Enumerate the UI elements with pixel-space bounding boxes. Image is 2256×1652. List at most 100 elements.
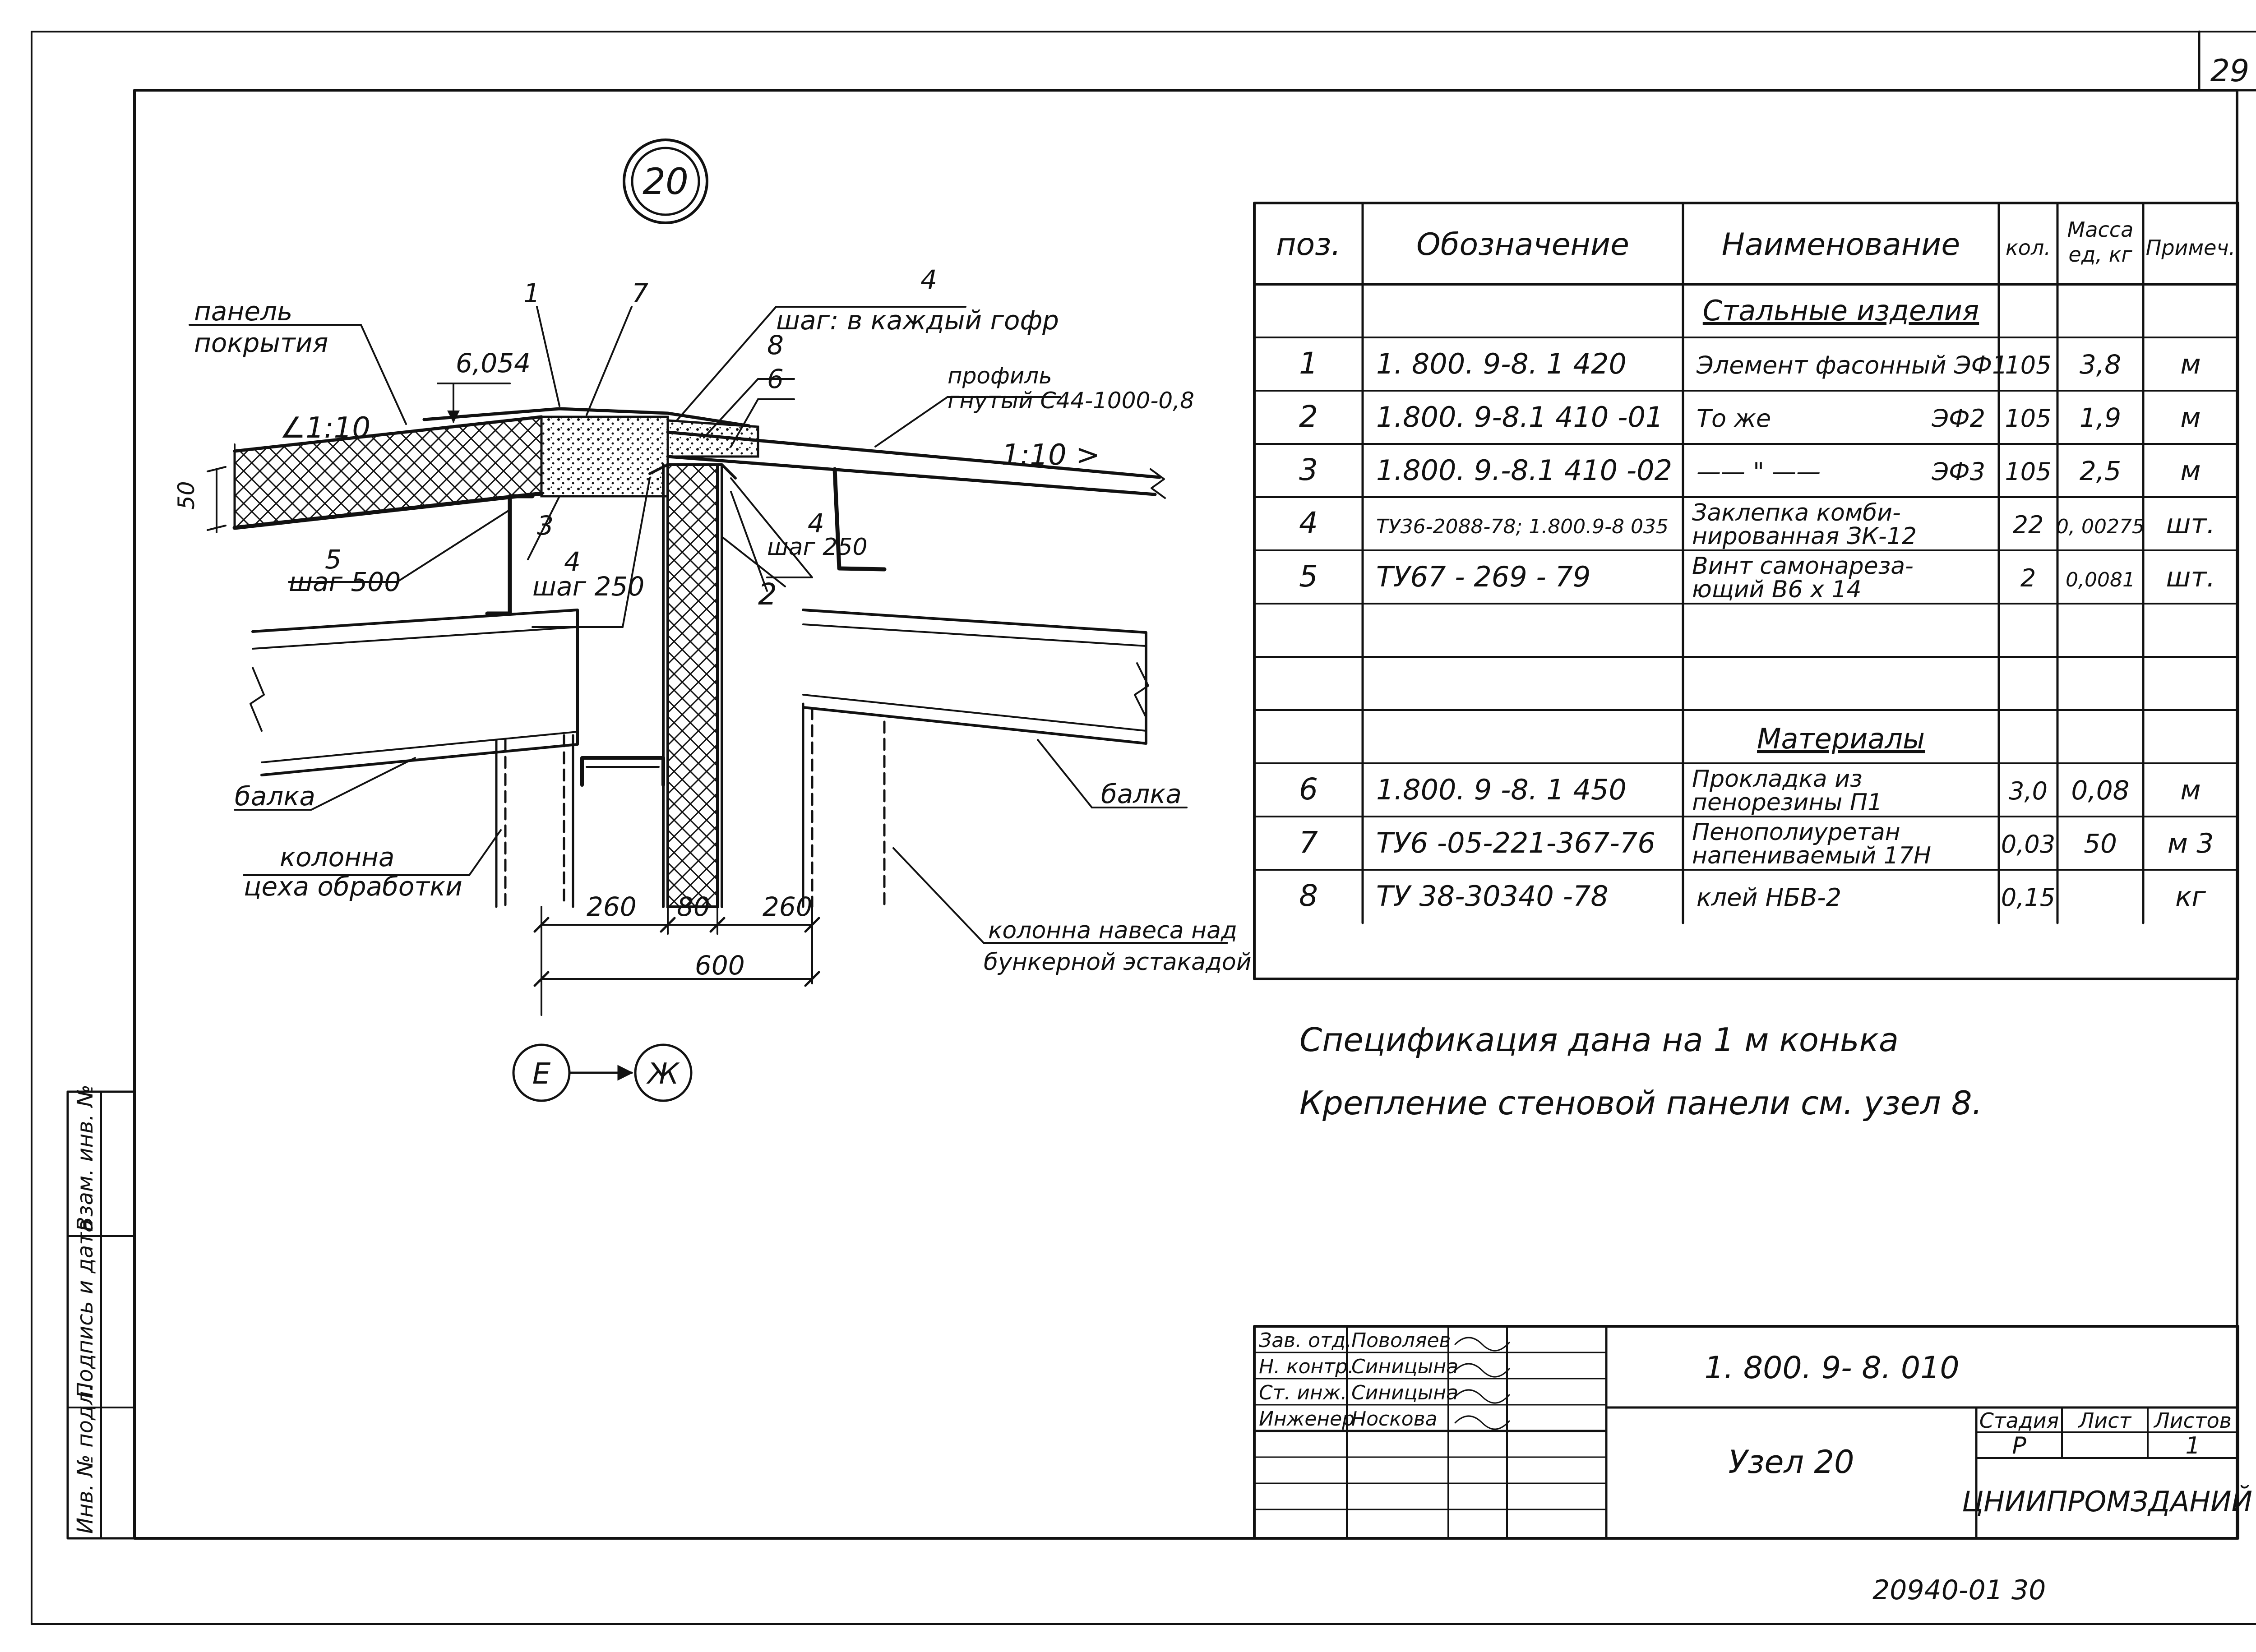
label-slope-right: 1:10 > [1002, 438, 1100, 472]
spec-cell: 5 [1299, 559, 1318, 594]
label-dim-80: 80 [677, 891, 710, 922]
signature-name: Носкова [1351, 1407, 1438, 1431]
beam-right [802, 609, 1149, 745]
spec-cell: шт. [2166, 508, 2215, 540]
spec-cell: ТУ6 -05-221-367-76 [1376, 826, 1655, 859]
column-right [802, 702, 886, 908]
signature-role: Зав. отд. [1259, 1329, 1352, 1352]
note-wall-fixing: Крепление стеновой панели см. узел 8. [1299, 1084, 1982, 1122]
callout-5: 5 [325, 544, 342, 575]
spec-cell-name: Заклепка комби- [1692, 499, 1901, 526]
spec-cell-name: клей НБВ-2 [1697, 883, 1841, 912]
spec-cell: 1.800. 9.-8.1 410 -02 [1376, 454, 1672, 487]
signature-mark [1454, 1337, 1510, 1352]
label-column-right-1: колонна навеса над [988, 917, 1237, 944]
profiled-sheet-right [666, 430, 1161, 479]
spec-cell: м [2180, 775, 2201, 806]
ridge-detail: панель покрытия 1 7 4 шаг: в каждый гофр… [173, 264, 1252, 1102]
spec-cell: 1 [1299, 346, 1318, 381]
label-beam-right: балка [1101, 779, 1182, 809]
callout-6: 6 [767, 364, 784, 394]
label-profile-2: гнутый С44-1000-0,8 [948, 388, 1194, 414]
doc-code: 1. 800. 9- 8. 010 [1704, 1350, 1959, 1386]
label-sheets: Листов [2153, 1408, 2232, 1433]
sheet-title: Узел 20 [1728, 1444, 1854, 1481]
spec-cell: 2,5 [2080, 456, 2121, 486]
z-profile-left [485, 494, 535, 616]
spec-cell: 22 [2013, 511, 2044, 539]
spec-cell-name: нированная ЗК-12 [1692, 523, 1917, 550]
label-step-250-mid: шаг 250 [532, 571, 644, 602]
beam-left [250, 609, 579, 776]
spec-cell: 0,03 [2001, 830, 2055, 858]
spec-cell-name: пенорезины П1 [1692, 789, 1882, 816]
spec-cell: м [2180, 402, 2201, 434]
spec-section-materials: Материалы [1757, 722, 1925, 755]
spec-cell-name: То же [1697, 404, 1771, 433]
spec-cell: 3 [1299, 452, 1318, 487]
label-sheet: Лист [2078, 1408, 2132, 1433]
drawing-labels: панель покрытия 1 7 4 шаг: в каждый гофр… [173, 264, 1252, 1091]
org-name: ЦНИИПРОМЗДАНИЙ [1962, 1485, 2252, 1518]
callout-2: 2 [758, 577, 777, 612]
label-step-500: шаг 500 [289, 567, 401, 597]
spec-cell: 1.800. 9 -8. 1 450 [1376, 773, 1627, 806]
spec-cell: 3,8 [2080, 349, 2121, 380]
signature-role: Н. контр. [1259, 1355, 1354, 1378]
label-step-corrugation: шаг: в каждый гофр [776, 305, 1059, 336]
label-axis-zh: Ж [646, 1057, 680, 1091]
callout-3: 3 [537, 510, 554, 541]
z-profile-right [832, 467, 887, 572]
signature-role: Инженер [1259, 1407, 1355, 1431]
spec-cell: м [2180, 455, 2201, 487]
label-column-right-2: бункерной эстакадой [984, 949, 1252, 976]
spec-cell: 1.800. 9-8.1 410 -01 [1376, 401, 1663, 434]
spec-cell-name: Прокладка из [1692, 766, 1863, 793]
spec-cell: 3,0 [2009, 777, 2048, 805]
callout-4-mid: 4 [564, 546, 581, 577]
spec-cell: 0,0081 [2066, 568, 2135, 591]
spec-cell: ТУ36-2088-78; 1.800.9-8 035 [1376, 515, 1669, 538]
spec-notes: Спецификация дана на 1 м конька Креплени… [1299, 1021, 1982, 1122]
spec-header-qty: кол. [2006, 235, 2051, 260]
spec-cell: 0,15 [2001, 883, 2055, 912]
spec-cell: 8 [1299, 878, 1318, 913]
callout-4-top: 4 [920, 264, 937, 295]
spec-cell: 7 [1299, 825, 1318, 860]
side-stamp-replace: Взам. инв. № [73, 1084, 98, 1232]
archive-number: 20940-01 30 [1872, 1574, 2046, 1606]
spec-cell: м [2180, 349, 2201, 380]
spec-cell-name: Пенополиуретан [1692, 819, 1900, 846]
sheet-number: 29 [2210, 53, 2250, 89]
callout-8: 8 [767, 330, 784, 360]
spec-cell: 1. 800. 9-8. 1 420 [1376, 347, 1627, 380]
signature-mark [1454, 1389, 1510, 1404]
dimensions [207, 466, 820, 1016]
signature-name: Синицына [1351, 1355, 1458, 1378]
label-dim-260-right: 260 [763, 891, 813, 922]
spec-cell-name: —— " —— [1697, 457, 1821, 486]
node-label: 20 [643, 161, 689, 203]
spec-cell: 105 [2005, 404, 2051, 433]
label-panel-1: панель [194, 296, 292, 327]
callout-4-right: 4 [808, 508, 824, 539]
spec-cell-name: ЭФ3 [1931, 457, 1985, 486]
label-dim-260-left: 260 [587, 891, 637, 922]
spec-header-name: Наименование [1722, 227, 1960, 263]
sheets-value: 1 [2185, 1432, 2200, 1459]
label-panel-2: покрытия [194, 328, 328, 358]
spec-cell: 50 [2084, 828, 2117, 859]
spec-cell: 0, 00275 [2056, 515, 2145, 538]
spec-cell: кг [2175, 881, 2206, 913]
spec-cell: 0,08 [2071, 775, 2129, 806]
